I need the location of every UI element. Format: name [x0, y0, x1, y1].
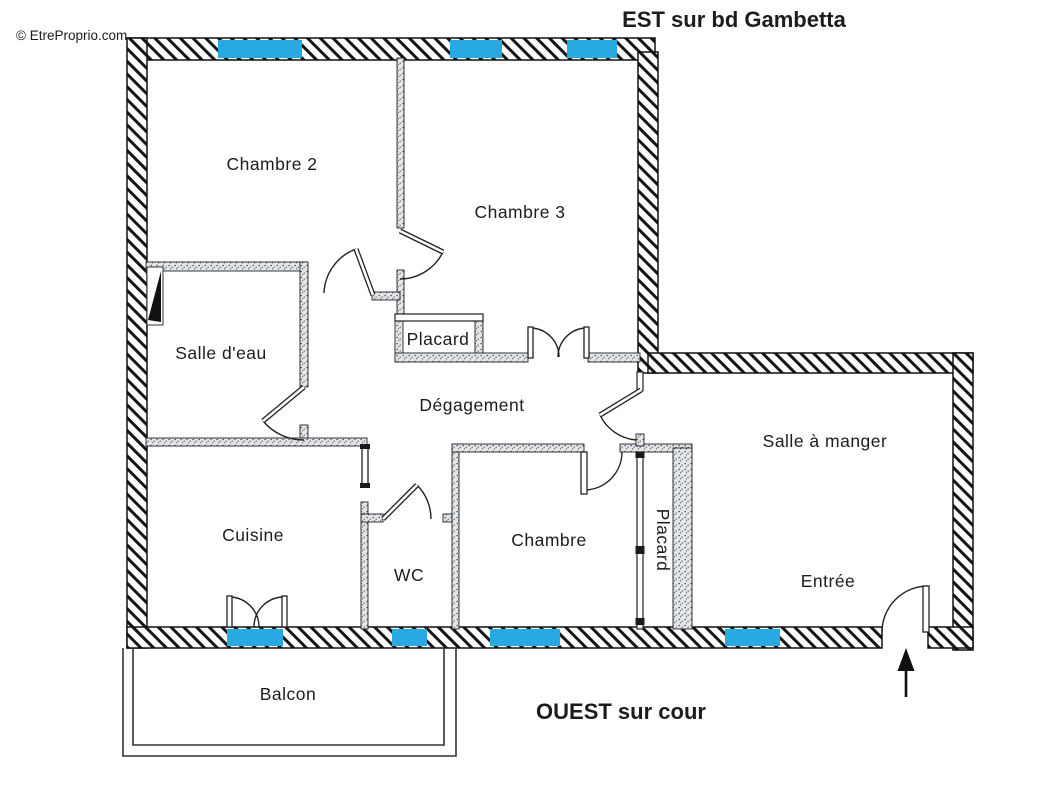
door-leaf-balcon-right	[281, 595, 288, 628]
room-label-placard-right: Placard	[653, 509, 673, 572]
placard-post-mid	[635, 546, 645, 554]
balcony-inner	[132, 648, 445, 746]
doors	[226, 228, 930, 633]
window-bottom-cuisine	[227, 629, 283, 646]
watermark-text: © EtreProprio.com	[16, 28, 127, 43]
room-label-chambre: Chambre	[511, 530, 586, 550]
door-leaf-double-right	[583, 326, 590, 359]
windows	[218, 40, 780, 646]
door-arc-salle-a-manger	[599, 414, 637, 441]
room-label-salle-eau: Salle d'eau	[175, 343, 267, 363]
door-arc-wc	[416, 484, 432, 520]
wall-cuisine-top	[145, 437, 368, 447]
window-bottom-entree	[725, 629, 780, 646]
wall-chambre2-bottom	[145, 261, 308, 272]
room-label-chambre2: Chambre 2	[226, 154, 317, 174]
door-leaf-entree	[922, 585, 930, 633]
door-arc-balcon-right	[253, 596, 285, 628]
room-label-chambre3: Chambre 3	[474, 202, 565, 222]
window-bottom-wc	[392, 629, 427, 646]
door-jamb-posts	[360, 444, 370, 488]
closet-posts	[635, 452, 645, 625]
room-label-salle-a-manger: Salle à manger	[763, 431, 888, 451]
balcony-outline	[122, 648, 457, 757]
room-label-cuisine: Cuisine	[222, 525, 284, 545]
door-arc-double-right	[557, 327, 588, 358]
door-leaf-cuisine	[361, 446, 369, 486]
wall-divider-ch2-ch3-upper	[396, 57, 405, 229]
entrance-arrow	[897, 648, 915, 697]
door-leaf-core	[354, 248, 375, 296]
door-arc-entree	[881, 585, 929, 633]
direction-label-ouest: OUEST sur cour	[536, 699, 706, 724]
wall-chambre-left	[451, 443, 460, 630]
door-leaf-chambre	[580, 451, 588, 495]
room-label-wc: WC	[394, 565, 424, 585]
wall-right-upper	[637, 51, 659, 374]
wall-stub-degagement	[371, 291, 401, 301]
wall-placard-haut-front	[394, 313, 484, 322]
placard-sliding-front	[636, 451, 644, 630]
wall-sam-door-post	[635, 433, 645, 447]
door-arc-chambre	[583, 451, 623, 491]
wall-left	[126, 37, 148, 649]
wall-degagement-top-left	[394, 352, 529, 363]
door-arc-balcon-left	[228, 596, 260, 628]
door-leaf-core	[599, 388, 642, 417]
door-leaves-straight	[226, 326, 930, 633]
jamb-post	[360, 444, 370, 449]
door-arc-chambre2	[323, 248, 357, 294]
door-arcs	[228, 248, 929, 633]
interior-walls	[145, 57, 693, 630]
wall-cuisine-wc-divider	[360, 501, 369, 630]
wall-chambre-top	[451, 443, 585, 453]
placard-post-bottom	[635, 618, 645, 625]
shutter-mark	[146, 266, 164, 326]
door-leaf-core	[262, 385, 305, 423]
wall-dining-top	[647, 352, 974, 374]
door-leaf-core	[399, 229, 444, 254]
wall-salle-eau-right	[299, 261, 309, 388]
room-label-placard-top: Placard	[407, 329, 470, 349]
door-leaf-double-left	[527, 326, 534, 359]
wall-degagement-top-right	[587, 352, 641, 363]
door-leaf-core	[382, 484, 418, 520]
entrance-arrow-head	[897, 648, 915, 671]
placard-post-top	[635, 452, 645, 458]
wall-wc-top-left	[360, 513, 384, 523]
room-labels: Chambre 2 Chambre 3 Salle d'eau Placard …	[175, 154, 887, 704]
shutter-triangle	[148, 271, 161, 322]
door-leaves-diagonal	[261, 228, 643, 521]
direction-label-est: EST sur bd Gambetta	[622, 7, 846, 32]
window-top-1	[218, 40, 302, 58]
window-top-2	[450, 40, 502, 58]
room-label-degagement: Dégagement	[419, 395, 524, 415]
window-bottom-chambre	[490, 629, 560, 646]
wall-bottom-right	[927, 626, 974, 649]
jamb-post	[360, 483, 370, 488]
wall-placard-right	[672, 447, 693, 630]
door-leaf-balcon-left	[226, 595, 233, 628]
wall-right-lower	[952, 352, 974, 651]
balcony-outer	[122, 648, 457, 757]
room-label-balcon: Balcon	[260, 684, 317, 704]
window-top-3	[567, 40, 617, 58]
door-arc-salle-eau	[262, 420, 305, 441]
door-arc-chambre3	[399, 251, 444, 280]
door-arc-double-left	[529, 327, 560, 358]
wall-sam-stub	[636, 371, 644, 392]
direction-labels: EST sur bd Gambetta OUEST sur cour	[536, 7, 847, 724]
room-label-entree: Entrée	[801, 571, 856, 591]
